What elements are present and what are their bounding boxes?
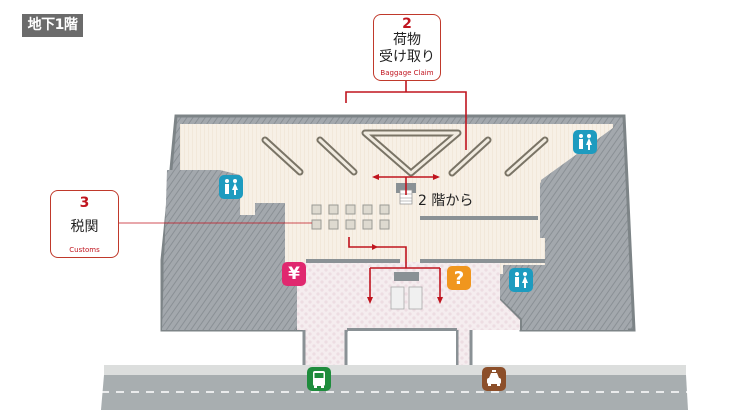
escalators-arrival	[390, 272, 423, 310]
callout-label-jp: 荷物	[393, 32, 421, 48]
callout-customs: 3 税関 Customs	[50, 190, 119, 258]
restroom-icon[interactable]	[219, 175, 243, 199]
road	[101, 365, 688, 410]
callout-label-en: Customs	[69, 246, 100, 254]
route-lines	[117, 79, 467, 300]
currency-exchange-icon[interactable]: ¥	[282, 262, 306, 286]
building	[160, 114, 636, 365]
from-floor2-label: 2 階から	[418, 193, 474, 209]
restroom-icon[interactable]	[573, 130, 597, 154]
callout-baggage-claim: 2 荷物 受け取り Baggage Claim	[373, 14, 441, 81]
customs-booths	[311, 204, 390, 230]
bus-icon[interactable]	[307, 367, 331, 391]
callout-label-jp: 受け取り	[379, 49, 435, 65]
callout-number: 2	[402, 16, 412, 32]
restroom-icon[interactable]	[509, 268, 533, 292]
taxi-icon[interactable]	[482, 367, 506, 391]
callout-label-en: Baggage Claim	[380, 69, 434, 77]
floor-badge: 地下1階	[22, 14, 83, 37]
callout-label-jp: 税関	[70, 219, 99, 235]
callout-number: 3	[79, 195, 90, 211]
information-icon[interactable]: ?	[447, 266, 471, 290]
